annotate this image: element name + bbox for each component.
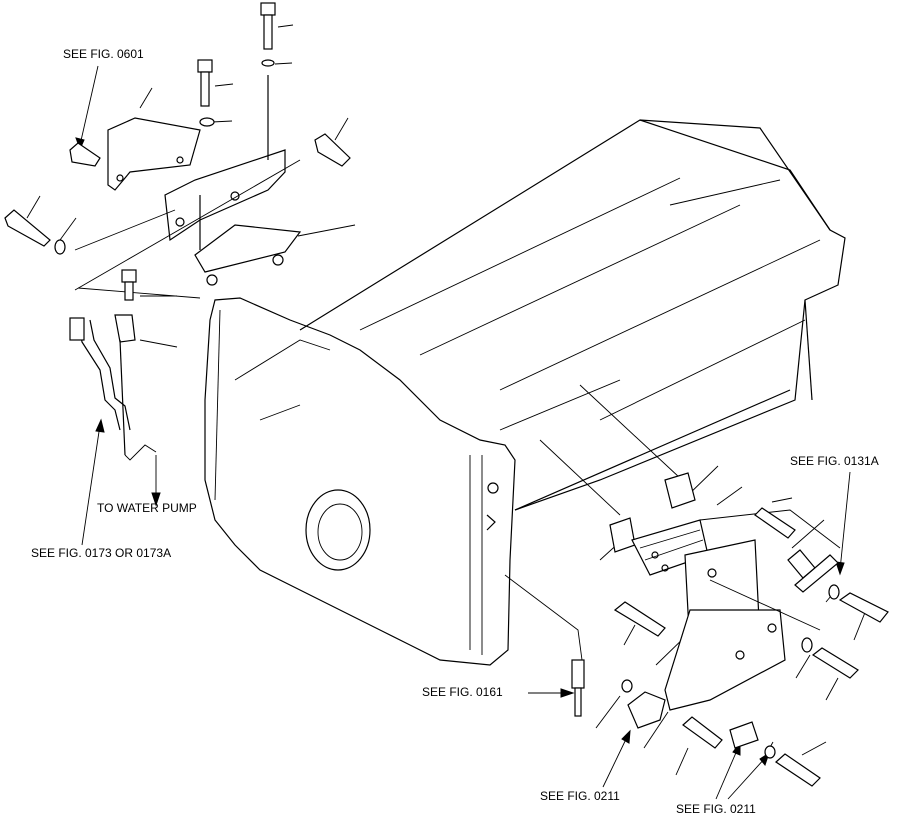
side-bracket [107,117,201,191]
callout-fig-0131a: SEE FIG. 0131A [790,454,879,468]
water-pipe [69,314,157,461]
callout-arrows [75,65,851,800]
callout-fig-0161: SEE FIG. 0161 [422,685,503,699]
bolt-shank [263,14,273,50]
flywheel-housing [204,297,516,666]
callout-fig-0601: SEE FIG. 0601 [63,47,144,61]
right-components [504,384,841,749]
washer [261,59,275,67]
top-bracket [74,75,302,299]
callout-fig-0211-left: SEE FIG. 0211 [540,789,620,803]
callout-water-pump: TO WATER PUMP [97,501,197,515]
top-bolts [4,2,351,301]
callout-fig-0211-right: SEE FIG. 0211 [676,802,756,816]
bolt-head [260,2,276,16]
callout-fig-0173: SEE FIG. 0173 OR 0173A [31,546,171,560]
right-bolts [613,507,889,787]
engine-housing [299,119,846,511]
